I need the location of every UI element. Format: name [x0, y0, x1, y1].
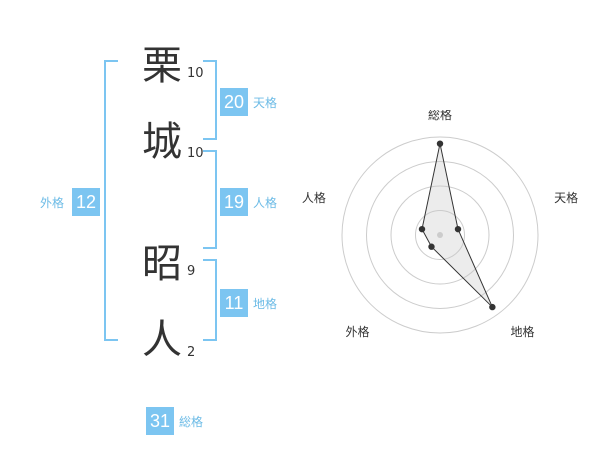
name-char-4: 人 — [142, 317, 182, 363]
radar-axis-label: 人格 — [302, 190, 326, 205]
jinkaku-bracket — [203, 150, 217, 249]
stroke-count-4: 2 — [187, 345, 196, 360]
radar-axis-label: 外格 — [345, 324, 369, 339]
radar-ring — [366, 161, 514, 309]
gaikaku-label: 外格 — [40, 196, 65, 210]
stroke-count-3: 9 — [187, 264, 196, 279]
radar-point-2 — [454, 225, 462, 233]
name-char-1: 栗 — [142, 43, 182, 89]
jinkaku-score: 19 — [220, 188, 248, 216]
radar-point-3 — [489, 303, 496, 311]
radar-ring — [415, 210, 465, 260]
radar-ring — [390, 185, 490, 285]
stroke-count-1: 10 — [187, 66, 204, 81]
chikaku-label: 地格 — [253, 297, 278, 311]
stroke-count-2: 10 — [187, 146, 204, 161]
radar-center — [437, 232, 443, 238]
soukaku-score: 31 — [146, 407, 174, 435]
radar-point-5 — [418, 225, 426, 233]
name-char-3: 昭 — [142, 241, 182, 287]
radar-point-4 — [428, 243, 435, 250]
radar-area — [421, 143, 493, 308]
radar-point-1 — [436, 140, 444, 147]
chikaku-score: 11 — [220, 289, 248, 317]
radar-ring — [341, 136, 539, 334]
tenkaku-label: 天格 — [253, 96, 278, 110]
gaikaku-score: 12 — [72, 188, 100, 216]
name-char-2: 城 — [142, 119, 182, 165]
chikaku-bracket — [203, 259, 217, 341]
soukaku-label: 総格 — [179, 415, 204, 429]
tenkaku-bracket — [203, 60, 217, 140]
radar-axis-label: 天格 — [554, 190, 578, 205]
gaikaku-bracket — [104, 60, 118, 341]
radar-axis-label: 地格 — [511, 324, 535, 339]
tenkaku-score: 20 — [220, 88, 248, 116]
jinkaku-label: 人格 — [253, 196, 278, 210]
radar-axis-label: 総格 — [428, 110, 452, 122]
